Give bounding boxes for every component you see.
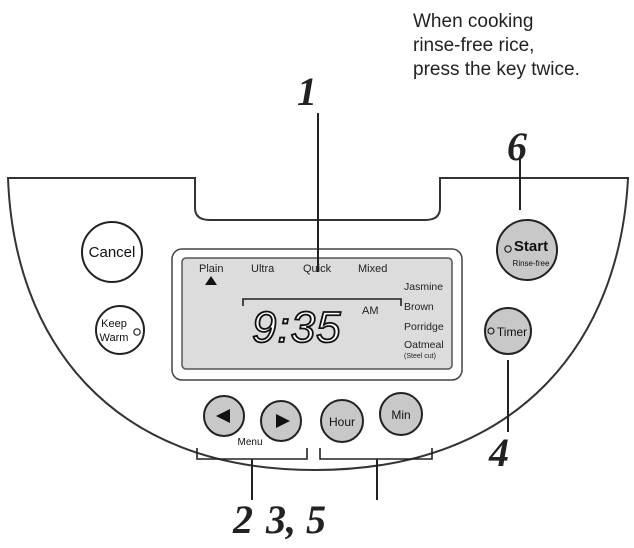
- display-ampm: AM: [362, 305, 379, 317]
- min-button-label: Min: [391, 408, 410, 422]
- triangle-up-icon: [205, 276, 217, 285]
- display-time: 9:35: [252, 303, 342, 352]
- note-line-3: press the key twice.: [413, 59, 580, 80]
- triangle-right-icon: [276, 414, 290, 428]
- start-indicator-icon: [504, 245, 512, 253]
- step-2-label: 2: [233, 497, 253, 542]
- keep-warm-label-1: Keep: [101, 318, 127, 330]
- menu-plain-label: Plain: [199, 263, 223, 275]
- timer-button[interactable]: Timer: [484, 307, 532, 355]
- menu-jasmine-label: Jasmine: [404, 281, 443, 293]
- rinse-free-label: Rinse-free: [513, 259, 550, 268]
- time-bracket: [242, 298, 402, 306]
- menu-left-button[interactable]: [203, 395, 245, 437]
- step-4-label: 4: [489, 430, 509, 475]
- start-button-label: Start: [514, 238, 548, 255]
- menu-mixed-label: Mixed: [358, 263, 387, 275]
- timer-indicator-icon: [487, 327, 495, 335]
- note-line-2: rinse-free rice,: [413, 35, 535, 56]
- timer-button-label: Timer: [497, 325, 527, 339]
- hour-button-label: Hour: [329, 415, 355, 429]
- triangle-left-icon: [216, 409, 230, 423]
- cancel-button-label: Cancel: [89, 244, 136, 261]
- menu-oatmeal-label: Oatmeal: [404, 339, 444, 351]
- keep-warm-button[interactable]: Keep Warm: [95, 305, 145, 355]
- instruction-note: When cooking rinse-free rice, press the …: [413, 10, 628, 82]
- hour-button[interactable]: Hour: [320, 399, 364, 443]
- menu-brown-label: Brown: [404, 301, 434, 313]
- cancel-button[interactable]: Cancel: [81, 221, 143, 283]
- menu-steel-cut-label: (Steel cut): [404, 353, 436, 360]
- keep-warm-label-2: Warm: [100, 332, 129, 344]
- step-1-label: 1: [297, 69, 317, 114]
- start-button[interactable]: Start Rinse-free: [496, 219, 558, 281]
- menu-ultra-label: Ultra: [251, 263, 275, 275]
- keep-warm-indicator-icon: [133, 328, 141, 336]
- menu-porridge-label: Porridge: [404, 321, 444, 333]
- step-3-5-label: 3, 5: [266, 497, 326, 542]
- step-6-label: 6: [507, 124, 527, 169]
- menu-right-button[interactable]: [260, 400, 302, 442]
- note-line-1: When cooking: [413, 11, 534, 32]
- min-button[interactable]: Min: [379, 392, 423, 436]
